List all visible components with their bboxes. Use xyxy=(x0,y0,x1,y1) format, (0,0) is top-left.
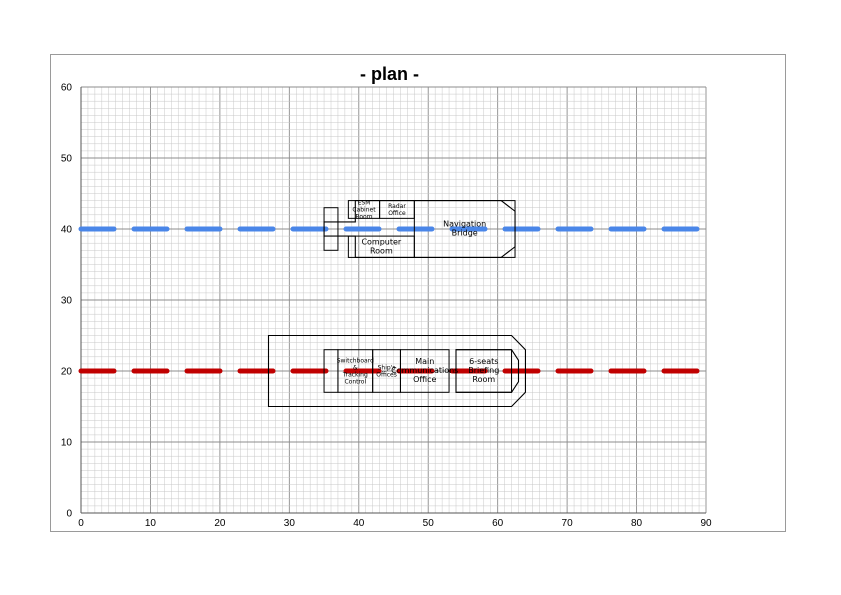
deck-40-room-label: Room xyxy=(370,246,393,255)
x-tick-label: 40 xyxy=(353,518,365,529)
deck-40-room-label: Office xyxy=(388,210,406,217)
deck-40-room xyxy=(413,200,516,258)
deck-20-room-label: Offices xyxy=(376,372,397,379)
y-tick-label: 10 xyxy=(61,438,73,449)
deck-20-room-label: Communications xyxy=(391,366,458,375)
x-tick-label: 10 xyxy=(145,518,157,529)
deck-40-room-label: Room xyxy=(355,213,372,220)
x-tick-label: 20 xyxy=(214,518,226,529)
deck-40-room-label: Bridge xyxy=(452,229,478,238)
x-tick-label: 30 xyxy=(284,518,296,529)
deck-40-room-label: Cabinet xyxy=(352,206,376,213)
deck-20-room-label: & xyxy=(353,365,358,372)
deck-20-room-label: Room xyxy=(472,375,495,384)
deck-20-room-label: 6-seats xyxy=(469,357,498,366)
deck-20-room-label: Tracking xyxy=(342,372,368,379)
x-tick-label: 60 xyxy=(492,518,504,529)
x-tick-label: 50 xyxy=(423,518,435,529)
grid xyxy=(80,86,707,514)
deck-20-room-label: Briefing xyxy=(468,366,499,375)
deck-40-room xyxy=(323,207,339,251)
y-tick-label: 60 xyxy=(61,83,73,94)
deck-20-room-label: Control xyxy=(344,379,366,386)
y-tick-label: 30 xyxy=(61,296,73,307)
y-tick-label: 50 xyxy=(61,154,73,165)
deck-20-outline xyxy=(267,334,526,408)
x-tick-label: 80 xyxy=(631,518,643,529)
x-tick-label: 0 xyxy=(78,518,84,529)
chart-title: - plan - xyxy=(360,64,419,84)
deck-40-room-label: Radar xyxy=(388,203,406,210)
deck-40-room-label: ESM xyxy=(358,199,371,206)
deck-20-room-label: Main xyxy=(415,357,434,366)
deck-20-room xyxy=(399,349,450,393)
deck-40-room-label: Computer xyxy=(361,237,401,246)
x-tick-label: 70 xyxy=(562,518,574,529)
y-tick-label: 20 xyxy=(61,367,73,378)
x-tick-label: 90 xyxy=(700,518,712,529)
deck-40-room-label: Navigation xyxy=(443,220,486,229)
deck-20-room-label: Switchboard xyxy=(337,358,374,365)
deck-20-room xyxy=(455,349,513,393)
deck-20-room-label: Ship's xyxy=(378,365,396,372)
y-tick-label: 40 xyxy=(61,225,73,236)
y-tick-label: 0 xyxy=(66,509,72,520)
deck-20-room-label: Office xyxy=(413,375,436,384)
